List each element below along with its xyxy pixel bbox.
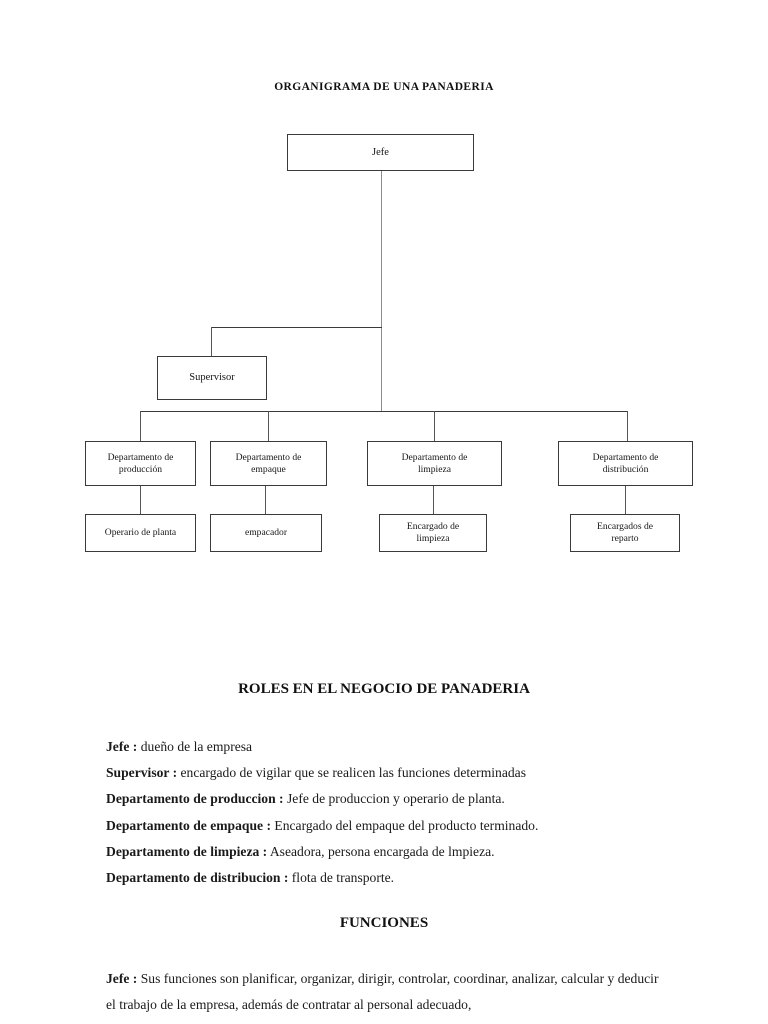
org-node-label-line1: Operario de planta [104, 527, 177, 538]
connector-department-bus [140, 411, 628, 412]
org-node-departamento-produccion: Departamento de producción [85, 441, 196, 486]
org-node-label-line2: distribución [602, 463, 649, 475]
org-node-encargados-de-reparto: Encargados de reparto [570, 514, 680, 552]
role-term: Departamento de empaque : [106, 817, 271, 833]
role-description: encargado de vigilar que se realicen las… [177, 765, 527, 781]
role-term: Departamento de limpieza : [106, 843, 268, 859]
role-description: dueño de la empresa [137, 739, 253, 754]
org-node-label-line1: Encargados de [596, 521, 654, 533]
connector-jefe-vertical [381, 171, 382, 411]
connector-role-drop-4 [625, 486, 626, 515]
connector-role-drop-2 [265, 486, 266, 515]
role-description: Encargado del empaque del producto termi… [271, 817, 539, 833]
roles-section-body: Jefe : dueño de la empresa Supervisor : … [106, 734, 666, 891]
org-node-supervisor-label: Supervisor [189, 372, 235, 384]
connector-department-drop-1 [140, 411, 141, 442]
role-item: Departamento de produccion : Jefe de pro… [106, 786, 666, 812]
role-item: Departamento de distribucion : flota de … [106, 865, 666, 891]
funciones-section-body: Jefe : Sus funciones son planificar, org… [106, 966, 666, 1018]
org-node-jefe-label: Jefe [372, 146, 389, 158]
org-node-label-line2: producción [118, 463, 163, 475]
connector-role-drop-1 [140, 486, 141, 515]
funciones-section-heading: FUNCIONES [339, 915, 429, 931]
connector-department-drop-3 [434, 411, 435, 442]
connector-department-drop-4 [627, 411, 628, 442]
org-node-label-line2: limpieza [417, 463, 451, 475]
role-description: Jefe de produccion y operario de planta. [283, 791, 505, 807]
roles-section-heading: ROLES EN EL NEGOCIO DE PANADERIA [238, 681, 530, 697]
org-node-label-line1: empacador [244, 527, 288, 538]
role-term: Jefe : [106, 739, 138, 754]
org-node-supervisor: Supervisor [157, 356, 267, 400]
connector-role-drop-3 [433, 486, 434, 515]
org-node-label-line2: empaque [251, 463, 286, 475]
role-item: Jefe : dueño de la empresa [106, 734, 666, 760]
funcion-term: Jefe : [106, 971, 138, 986]
role-description: Aseadora, persona encargada de lmpieza. [267, 843, 495, 859]
role-item: Departamento de limpieza : Aseadora, per… [106, 839, 666, 865]
org-node-label-line2: reparto [611, 533, 639, 544]
org-node-label-line1: Departamento de [592, 451, 659, 463]
org-node-departamento-distribucion: Departamento de distribución [558, 441, 693, 486]
org-node-empacador: empacador [210, 514, 322, 552]
org-node-departamento-empaque: Departamento de empaque [210, 441, 327, 486]
org-node-label-line1: Encargado de [406, 521, 460, 533]
connector-department-drop-2 [268, 411, 269, 442]
connector-supervisor-drop [211, 327, 212, 357]
org-node-departamento-limpieza: Departamento de limpieza [367, 441, 502, 486]
org-chart: Jefe Supervisor Departamento de producci… [85, 134, 693, 552]
role-term: Departamento de produccion : [106, 791, 284, 807]
page-title: ORGANIGRAMA DE UNA PANADERIA [274, 81, 494, 93]
org-node-jefe: Jefe [287, 134, 474, 171]
org-node-label-line1: Departamento de [107, 451, 174, 463]
org-node-operario-de-planta: Operario de planta [85, 514, 196, 552]
role-item: Supervisor : encargado de vigilar que se… [106, 760, 666, 786]
connector-supervisor-horizontal [211, 327, 382, 328]
role-item: Departamento de empaque : Encargado del … [106, 813, 666, 839]
role-term: Supervisor : [106, 765, 178, 781]
org-node-label-line1: Departamento de [401, 451, 468, 463]
funcion-description: Sus funciones son planificar, organizar,… [106, 971, 659, 1013]
org-node-encargado-de-limpieza: Encargado de limpieza [379, 514, 487, 552]
role-term: Departamento de distribucion : [106, 870, 289, 886]
org-node-label-line2: limpieza [416, 533, 450, 544]
funcion-item: Jefe : Sus funciones son planificar, org… [106, 966, 666, 1018]
org-node-label-line1: Departamento de [235, 451, 302, 463]
role-description: flota de transporte. [288, 870, 395, 886]
